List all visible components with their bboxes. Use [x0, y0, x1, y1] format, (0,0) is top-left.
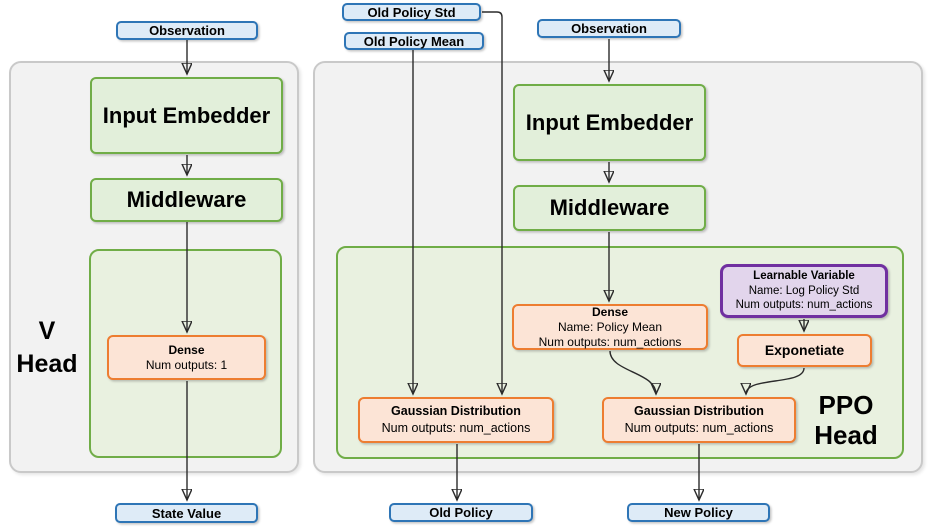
- new-policy-node: New Policy: [627, 503, 770, 522]
- learnable-variable-title: Learnable Variable: [753, 270, 855, 283]
- observation-node-right: Observation: [537, 19, 681, 38]
- learnable-variable-outputs: Num outputs: num_actions: [735, 299, 873, 312]
- dense-policy-mean-outputs: Num outputs: num_actions: [538, 334, 682, 349]
- input-embedder-node-right: Input Embedder: [513, 84, 706, 161]
- gaussian-distribution-old-node: Gaussian Distribution Num outputs: num_a…: [358, 397, 554, 443]
- input-embedder-node-left: Input Embedder: [90, 77, 283, 154]
- gaussian-new-outputs: Num outputs: num_actions: [624, 421, 774, 435]
- gaussian-distribution-new-node: Gaussian Distribution Num outputs: num_a…: [602, 397, 796, 443]
- old-policy-node: Old Policy: [389, 503, 533, 522]
- ppo-head-title: PPO Head: [800, 390, 892, 450]
- dense-policy-mean-node: Dense Name: Policy Mean Num outputs: num…: [512, 304, 708, 350]
- gaussian-old-outputs: Num outputs: num_actions: [381, 421, 531, 435]
- old-policy-std-node: Old Policy Std: [342, 3, 481, 21]
- ppo-head-title-line1: PPO: [818, 390, 874, 420]
- state-value-node: State Value: [115, 503, 258, 523]
- exponetiate-label: Exponetiate: [764, 342, 845, 358]
- dense-v-outputs: Num outputs: 1: [145, 357, 228, 372]
- observation-node-left: Observation: [116, 21, 258, 40]
- middleware-node-right: Middleware: [513, 185, 706, 231]
- v-head-title-line2: Head: [16, 350, 78, 378]
- dense-policy-mean-title: Dense: [591, 304, 629, 319]
- learnable-variable-node: Learnable Variable Name: Log Policy Std …: [720, 264, 888, 318]
- v-head-title: V Head: [0, 315, 94, 381]
- dense-v-title: Dense: [168, 342, 205, 357]
- dense-policy-mean-name: Name: Policy Mean: [557, 319, 663, 334]
- gaussian-new-title: Gaussian Distribution: [634, 404, 764, 418]
- v-head-title-line1: V: [38, 317, 56, 345]
- dense-node-v: Dense Num outputs: 1: [107, 335, 266, 380]
- middleware-node-left: Middleware: [90, 178, 283, 222]
- exponetiate-node: Exponetiate: [737, 334, 872, 367]
- learnable-variable-name: Name: Log Policy Std: [748, 284, 860, 297]
- old-policy-mean-node: Old Policy Mean: [344, 32, 484, 50]
- ppo-head-title-line2: Head: [814, 420, 878, 450]
- gaussian-old-title: Gaussian Distribution: [391, 404, 521, 418]
